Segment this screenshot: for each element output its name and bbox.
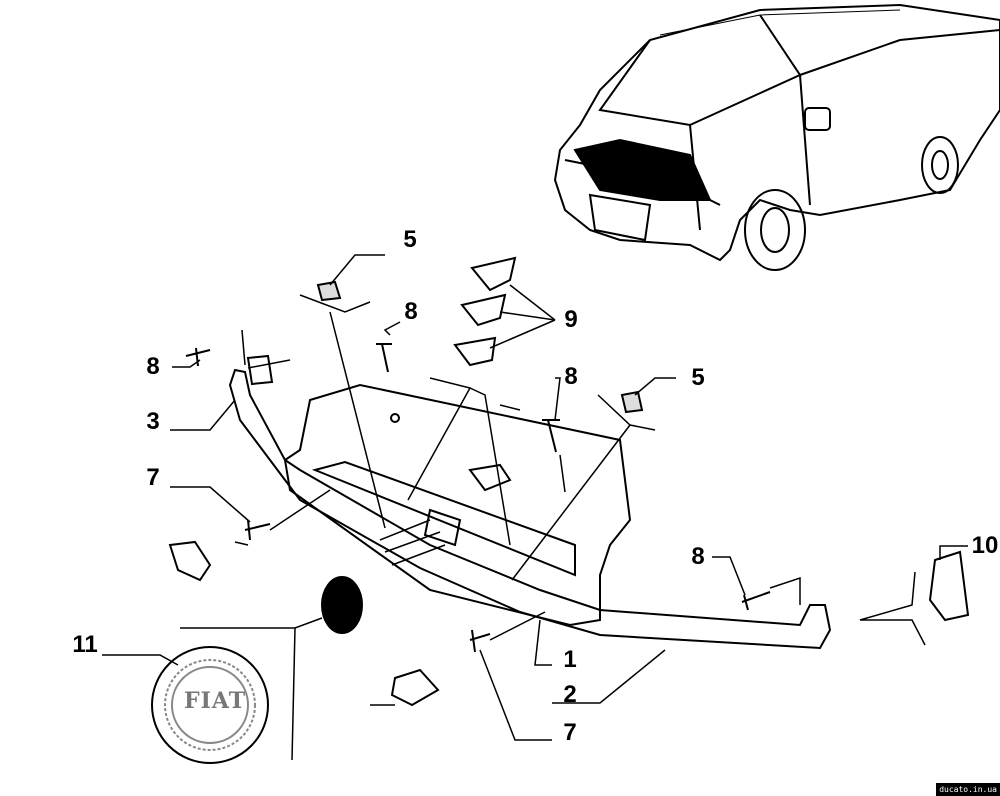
callout-8: 8: [691, 543, 705, 570]
callout-10: 10: [971, 532, 999, 559]
callout-8: 8: [146, 353, 160, 380]
callout-7: 7: [146, 464, 160, 491]
screws: [185, 343, 771, 653]
clips: [246, 280, 644, 414]
watermark: ducato.in.ua: [936, 783, 1000, 796]
van-illustration: [553, 3, 1000, 271]
leader-lines: [102, 254, 968, 761]
callout-2: 2: [563, 681, 577, 708]
callout-9: 9: [564, 306, 578, 333]
end-caps: [168, 540, 440, 707]
fiat-logo: [151, 646, 269, 764]
callout-5: 5: [691, 364, 705, 391]
callout-3: 3: [146, 408, 160, 435]
callout-7: 7: [563, 719, 577, 746]
callout-1: 1: [563, 646, 577, 673]
callout-11: 11: [72, 631, 98, 658]
emblem-base: [321, 576, 363, 634]
callout-5: 5: [403, 226, 417, 253]
bracket-10: [928, 550, 970, 622]
callout-8: 8: [404, 298, 418, 325]
grille-deflectors-9: [453, 256, 517, 367]
callout-8: 8: [564, 363, 578, 390]
bumper-assembly: [228, 368, 832, 650]
fiat-logo-text: FIAT: [184, 688, 247, 714]
